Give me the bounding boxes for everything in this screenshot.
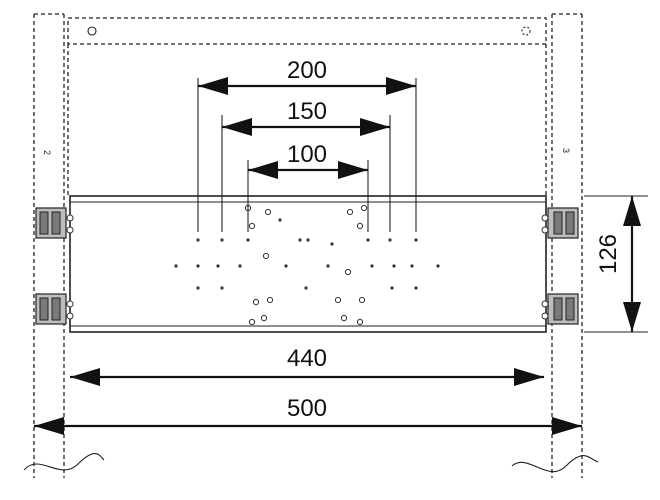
panel-hole bbox=[388, 238, 392, 242]
dimension-150: 150 bbox=[222, 98, 390, 136]
left-top-bracket bbox=[35, 207, 74, 239]
dimension-126: 126 bbox=[584, 195, 648, 333]
panel-hole bbox=[306, 238, 310, 242]
right-rail-mark: 3 bbox=[561, 148, 571, 153]
panel-hole bbox=[304, 286, 308, 290]
panel-hole bbox=[238, 264, 242, 268]
panel-hole bbox=[246, 238, 250, 242]
left-brackets bbox=[35, 207, 74, 325]
top-bar-right-hole bbox=[521, 26, 531, 36]
panel-hole bbox=[264, 208, 272, 216]
top-rail-bar bbox=[67, 17, 547, 45]
left-bottom-bracket bbox=[35, 293, 74, 325]
panel-hole bbox=[220, 286, 224, 290]
panel-hole bbox=[360, 204, 368, 212]
top-bar-left-hole bbox=[87, 26, 97, 36]
panel-hole bbox=[392, 264, 396, 268]
panel-hole bbox=[358, 296, 366, 304]
panel-hole bbox=[220, 238, 224, 242]
extension-lines bbox=[197, 78, 417, 232]
break-lines bbox=[23, 453, 599, 473]
panel-hole bbox=[356, 222, 364, 230]
panel-hole bbox=[260, 314, 268, 322]
panel-hole bbox=[366, 238, 370, 242]
panel-hole bbox=[326, 264, 330, 268]
left-rack-rail: 2 bbox=[33, 13, 65, 478]
panel-hole bbox=[340, 314, 348, 322]
dimension-440-label: 440 bbox=[287, 345, 327, 372]
panel-hole bbox=[174, 264, 178, 268]
panel-hole bbox=[248, 318, 256, 326]
panel-hole bbox=[436, 264, 440, 268]
panel-hole bbox=[330, 242, 334, 246]
dimension-200: 200 bbox=[198, 57, 416, 95]
left-break-line bbox=[23, 453, 105, 471]
right-top-bracket bbox=[541, 207, 579, 239]
panel-hole bbox=[266, 296, 274, 304]
dimension-126-label: 126 bbox=[595, 234, 622, 274]
panel-hole bbox=[346, 208, 354, 216]
panel-hole bbox=[410, 264, 414, 268]
panel-hole bbox=[248, 222, 256, 230]
dimension-100: 100 bbox=[248, 141, 368, 179]
inner-guide-lines bbox=[67, 44, 547, 196]
dimension-200-label: 200 bbox=[287, 57, 327, 84]
right-rack-rail: 3 bbox=[551, 13, 583, 478]
panel-hole bbox=[344, 268, 352, 276]
panel-hole bbox=[284, 264, 288, 268]
dimension-500-label: 500 bbox=[287, 395, 327, 422]
panel-hole bbox=[370, 264, 374, 268]
dimension-440: 440 bbox=[70, 345, 544, 386]
dimension-500: 500 bbox=[34, 395, 582, 435]
panel-hole bbox=[414, 286, 418, 290]
panel-hole bbox=[196, 238, 200, 242]
panel-hole bbox=[278, 218, 282, 222]
panel-hole bbox=[196, 264, 200, 268]
front-panel bbox=[69, 195, 547, 333]
right-brackets bbox=[541, 207, 579, 325]
right-break-line bbox=[511, 455, 599, 473]
panel-hole bbox=[196, 286, 200, 290]
panel-hole bbox=[414, 238, 418, 242]
panel-hole bbox=[252, 298, 260, 306]
panel-hole bbox=[216, 264, 220, 268]
panel-hole bbox=[262, 252, 270, 260]
hole-pattern bbox=[174, 204, 440, 326]
panel-hole bbox=[356, 318, 364, 326]
right-bottom-bracket bbox=[541, 293, 579, 325]
panel-hole bbox=[390, 286, 394, 290]
panel-hole bbox=[334, 296, 342, 304]
dimension-100-label: 100 bbox=[287, 141, 327, 168]
left-rail-mark: 2 bbox=[42, 150, 52, 155]
dimension-150-label: 150 bbox=[287, 98, 327, 125]
panel-hole bbox=[298, 238, 302, 242]
